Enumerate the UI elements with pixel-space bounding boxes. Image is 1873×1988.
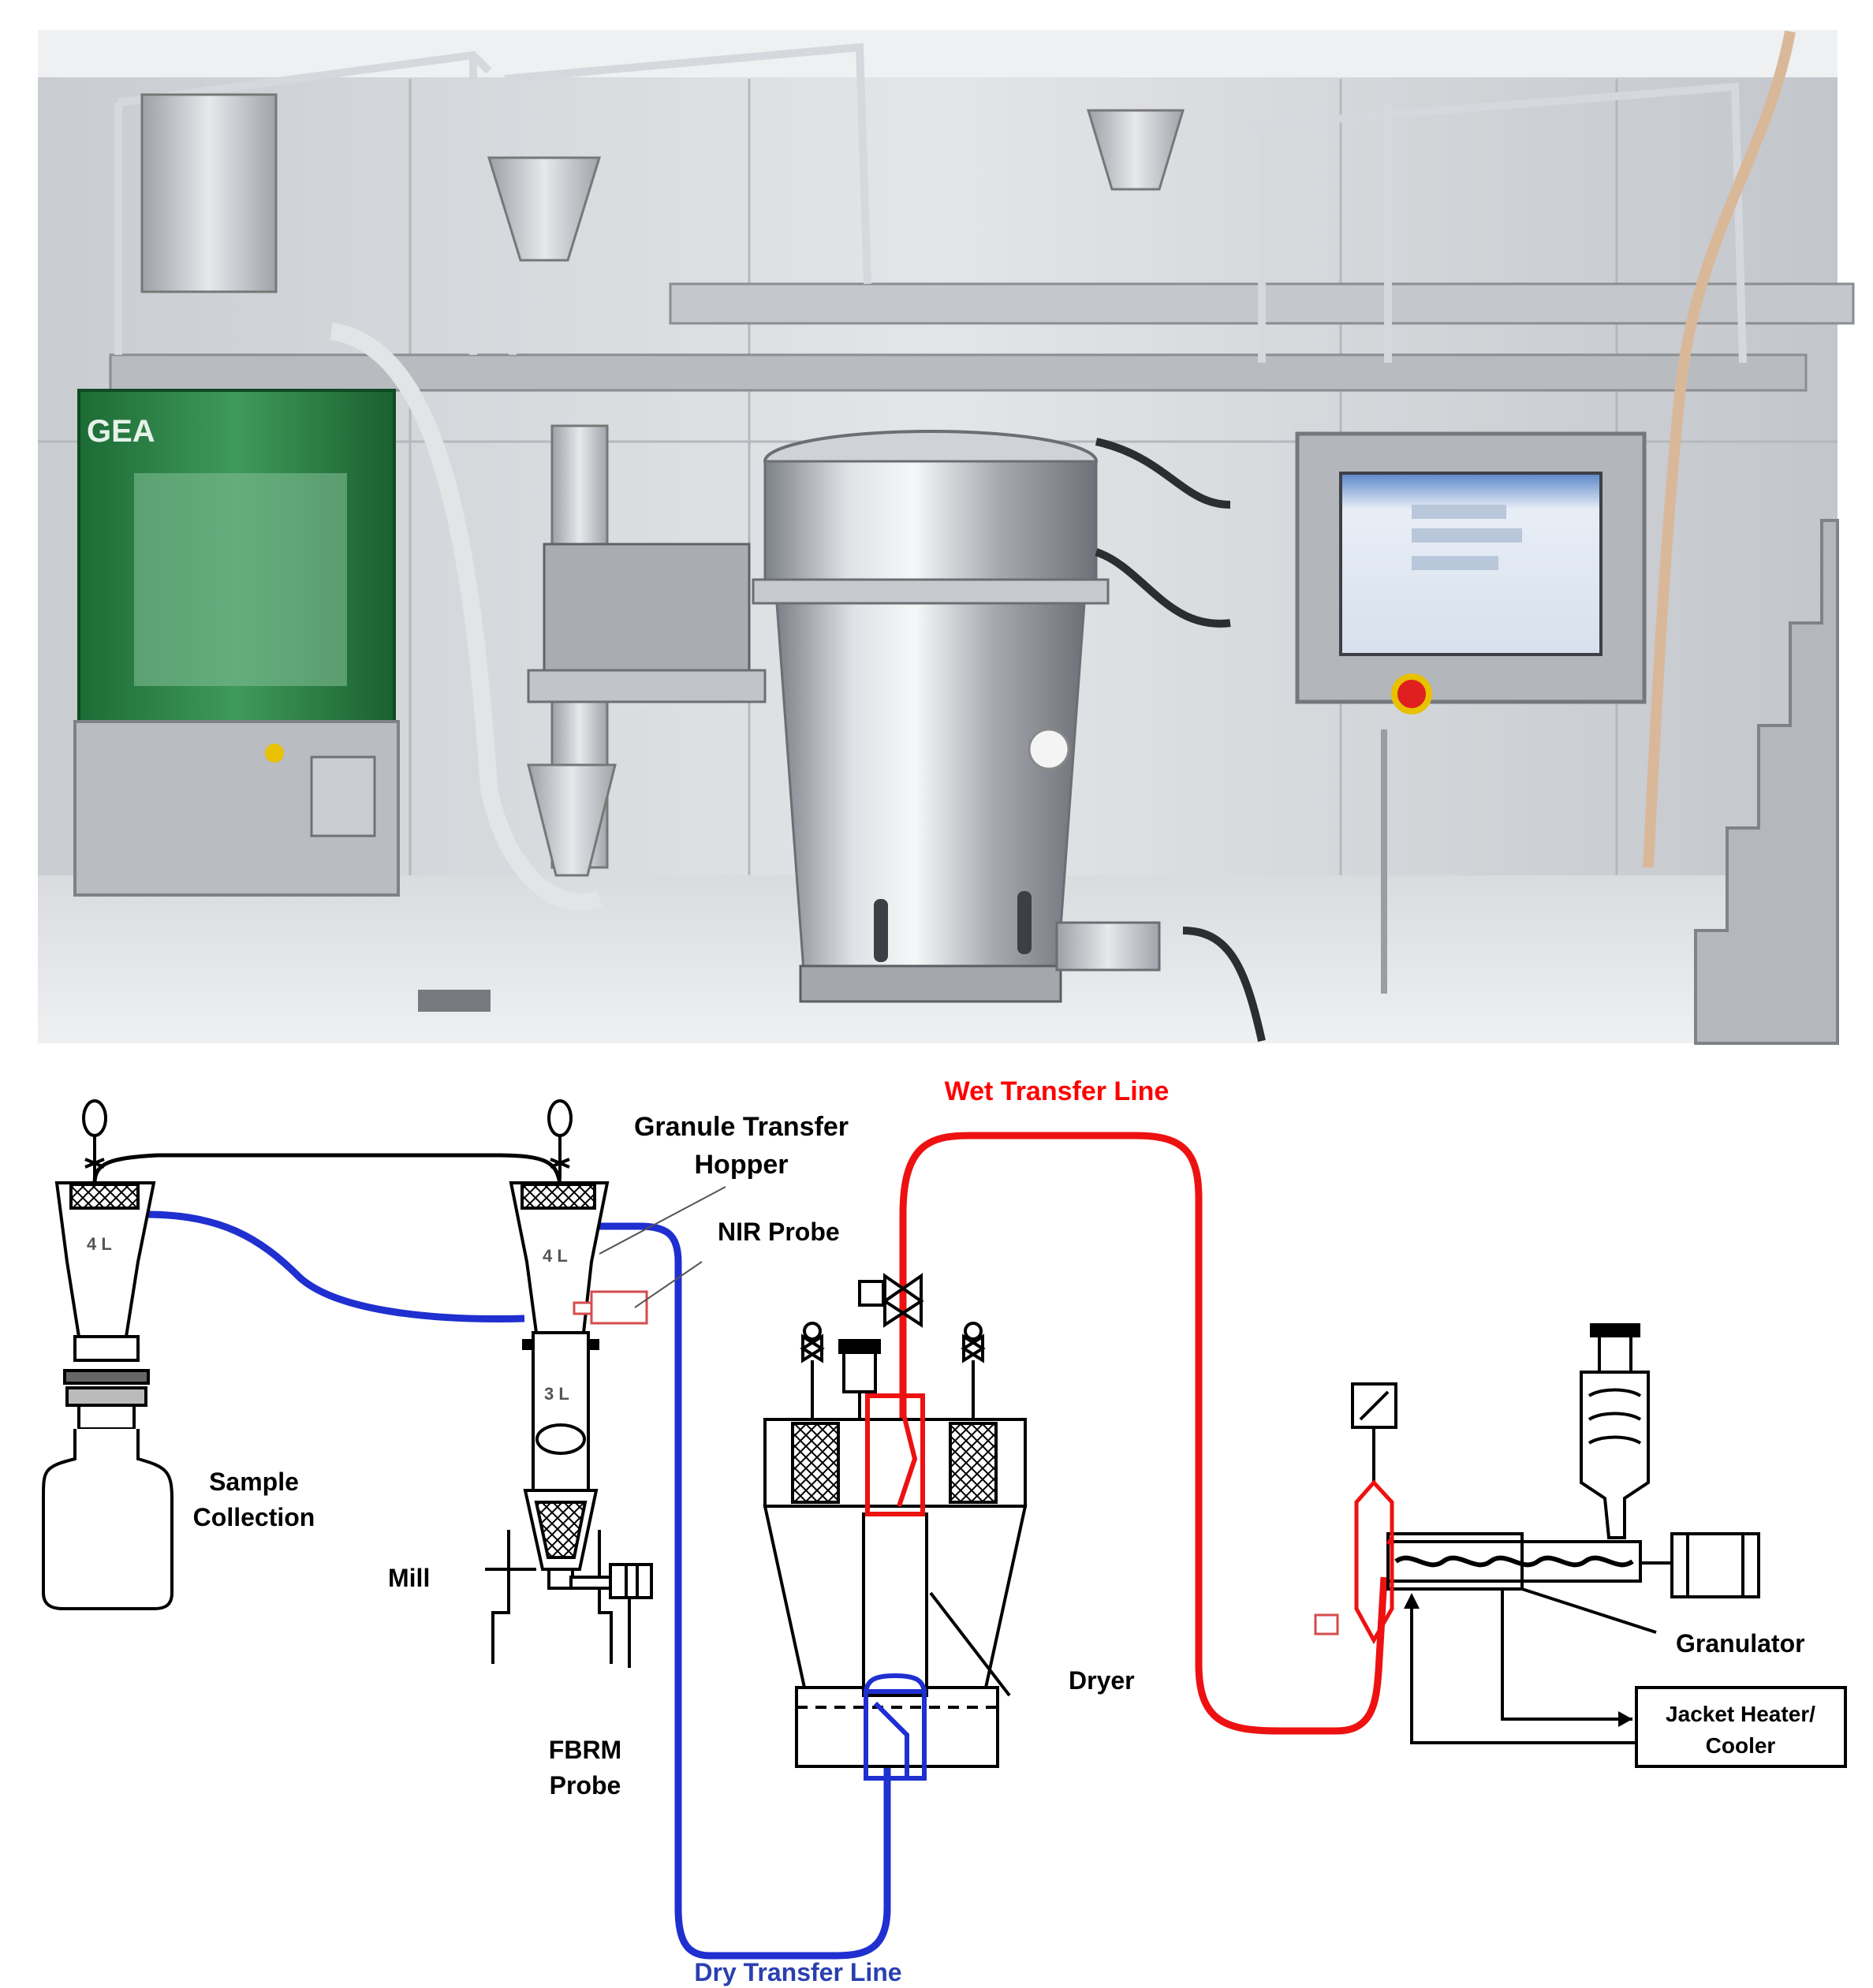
wet-line-valve bbox=[858, 1273, 924, 1328]
label-leaders bbox=[599, 1186, 726, 1308]
corrugated-hose bbox=[1643, 30, 1796, 868]
fbrm-probe-label-line2: Probe bbox=[550, 1771, 621, 1800]
gea-logo: GEA bbox=[87, 414, 155, 449]
sample-collection-vessel bbox=[42, 1099, 173, 1610]
dry-transfer-line-to-sample bbox=[145, 1210, 525, 1322]
granule-hopper-label-line1: Granule Transfer bbox=[634, 1112, 849, 1142]
screen-ui-lines bbox=[1412, 505, 1522, 570]
wet-inlet-tube bbox=[865, 1393, 925, 1516]
dryer-label: Dryer bbox=[1069, 1666, 1135, 1695]
mill-label: Mill bbox=[388, 1564, 430, 1592]
granulator bbox=[1351, 1323, 1760, 1634]
dry-transfer-line-to-hopper bbox=[595, 1222, 891, 1960]
jacket-return-arrow bbox=[1404, 1593, 1420, 1609]
upper-feeder-left bbox=[140, 93, 278, 293]
dryer-base-ring bbox=[799, 964, 1062, 1003]
mill-table bbox=[527, 669, 767, 703]
transfer-hose bbox=[330, 323, 603, 911]
dryer-port bbox=[1028, 728, 1070, 770]
dryer-vessel bbox=[763, 1322, 1028, 1768]
dryer-sight-glass-right bbox=[1017, 891, 1032, 954]
dryer-hoses bbox=[1095, 438, 1266, 1042]
gea-press-window bbox=[134, 473, 347, 686]
upper-feeder-right bbox=[1086, 109, 1185, 191]
mill bbox=[485, 1489, 613, 1664]
sample-collection-label-line1: Sample bbox=[209, 1468, 299, 1496]
dry-outlet-tube bbox=[864, 1673, 927, 1781]
jacket-heater-label-line2: Cooler bbox=[1706, 1733, 1776, 1758]
nir-probe-label: NIR Probe bbox=[718, 1218, 840, 1246]
mill-drive bbox=[543, 543, 751, 672]
jacket-supply-arrow bbox=[1618, 1711, 1632, 1727]
upper-feeder-cone bbox=[487, 156, 602, 262]
nir-probe bbox=[573, 1290, 648, 1325]
gea-press-hatch bbox=[310, 755, 376, 837]
fbrm-probe-label-line1: FBRM bbox=[549, 1736, 621, 1764]
sample-volume-label: 4 L bbox=[87, 1234, 112, 1254]
wet-transfer-line-label: Wet Transfer Line bbox=[945, 1076, 1170, 1106]
floor-drain bbox=[418, 990, 491, 1012]
dryer-outlet-pipe bbox=[1055, 921, 1161, 972]
jacket-connections bbox=[1410, 1589, 1636, 1744]
dry-transfer-line-label: Dry Transfer Line bbox=[694, 1958, 901, 1986]
mill-cone bbox=[527, 763, 617, 877]
fbrm-probe bbox=[569, 1563, 653, 1668]
access-stairs bbox=[1694, 519, 1839, 1045]
dryer-top-section bbox=[763, 460, 1098, 589]
wet-transfer-line bbox=[899, 1132, 1388, 1735]
emergency-stop-button bbox=[1391, 673, 1432, 714]
hopper-volume-label: 4 L bbox=[543, 1246, 568, 1266]
press-indicator-light bbox=[265, 744, 284, 763]
jacket-heater-cooler bbox=[1635, 1686, 1847, 1768]
mill-column-volume-label: 3 L bbox=[544, 1384, 569, 1404]
granule-transfer-hopper bbox=[509, 1099, 610, 1492]
granule-hopper-label-line2: Hopper bbox=[695, 1150, 789, 1180]
liquid-injector bbox=[1354, 1479, 1394, 1645]
jacket-heater-label-line1: Jacket Heater/ bbox=[1666, 1702, 1815, 1726]
dryer-sight-glass-left bbox=[874, 899, 888, 962]
granulator-label: Granulator bbox=[1676, 1629, 1805, 1658]
vent-line bbox=[92, 1153, 562, 1184]
sample-collection-label-line2: Collection bbox=[193, 1503, 315, 1531]
injector-probe bbox=[1314, 1613, 1339, 1636]
